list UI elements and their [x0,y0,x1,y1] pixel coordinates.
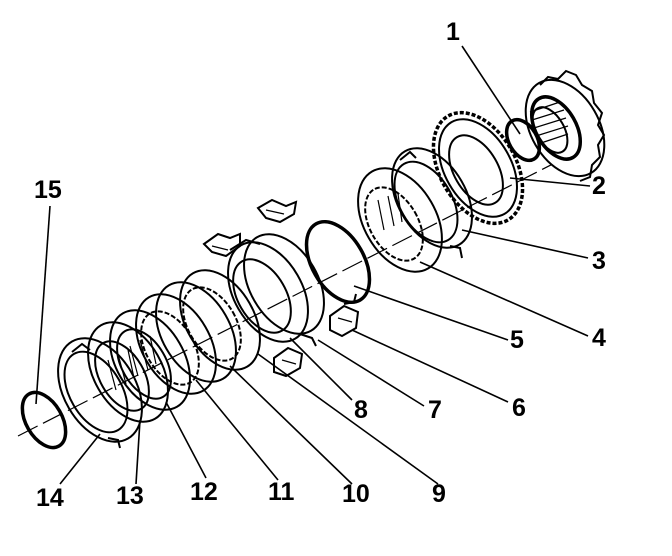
callout-4: 4 [592,324,606,352]
part-spring-tab-upper [256,198,298,224]
part-hub-housing [524,69,606,182]
callout-1: 1 [446,18,460,46]
part-toothed-ring [431,110,525,226]
callout-5: 5 [510,326,524,354]
part-reaction-plate [391,147,473,259]
part-backing-plate [57,337,143,449]
callout-13: 13 [116,482,144,510]
callout-10: 10 [342,480,370,508]
callout-2: 2 [592,172,606,200]
part-snap-ring-15 [20,390,68,450]
part-plate-stack [135,269,261,395]
callout-8: 8 [354,396,368,424]
part-friction-plate-12 [109,309,191,411]
callout-15: 15 [34,176,62,204]
callout-11: 11 [268,478,295,506]
callout-3: 3 [592,247,606,275]
part-spring-tab-left [202,232,241,258]
callout-7: 7 [428,396,442,424]
leader-lines [35,45,591,485]
part-spring-tab-8 [273,346,304,378]
part-friction-plate-4 [357,167,443,273]
callout-14: 14 [36,484,64,512]
callout-6: 6 [512,394,526,422]
part-pressure-plate [227,233,325,347]
callout-12: 12 [190,478,218,506]
part-spring-tab-6 [329,304,360,338]
callout-9: 9 [432,480,446,508]
part-thin-ring [304,219,372,305]
